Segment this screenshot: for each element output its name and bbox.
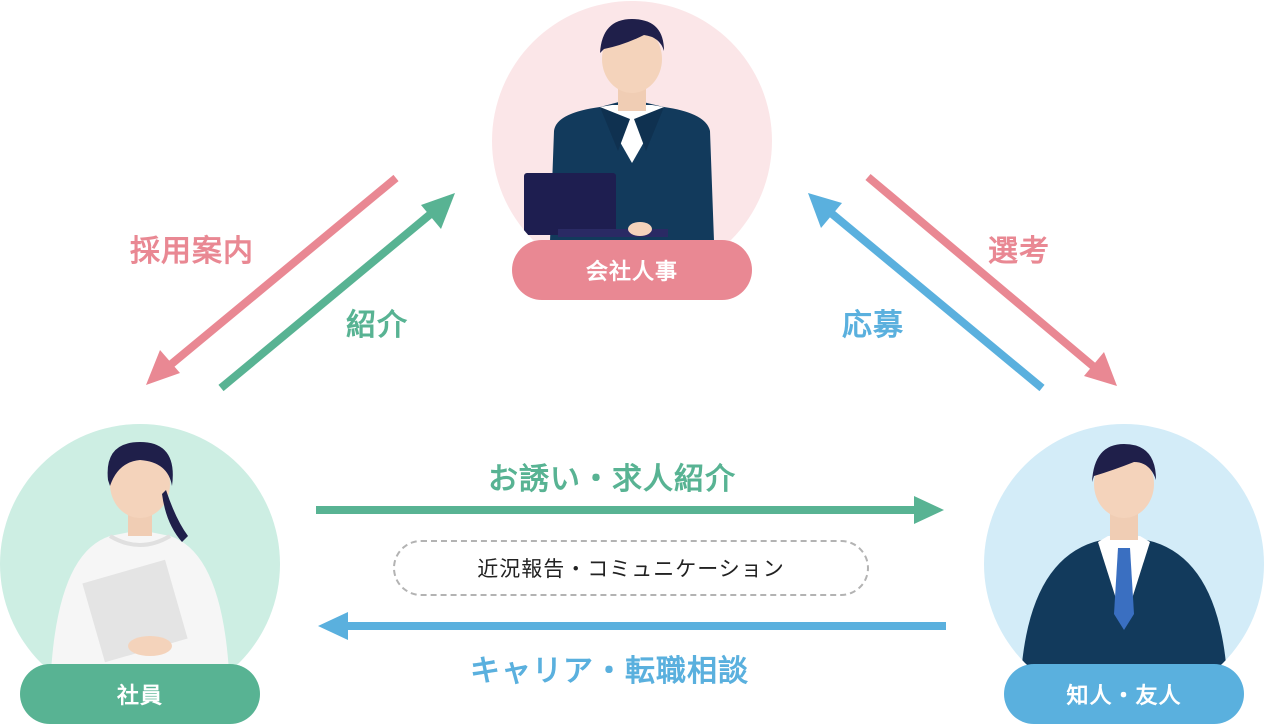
friend-node-circle <box>984 424 1264 704</box>
arrow-friend-to-employee <box>318 612 946 640</box>
friend-person-illustration <box>1020 444 1228 694</box>
arrow-employee-to-hr <box>218 193 455 392</box>
hr-label-pill: 会社人事 <box>512 240 752 300</box>
arrow-friend-to-hr <box>808 193 1045 392</box>
mutual-communication-label: 近況報告・コミュニケーション <box>477 557 785 581</box>
hr-person-illustration <box>524 19 714 241</box>
edge-label-hr-to-friend: 選考 <box>988 234 1050 269</box>
employee-node-circle <box>0 424 280 704</box>
edge-label-employee-to-friend: お誘い・求人紹介 <box>488 462 736 497</box>
employee-person-illustration <box>50 442 230 694</box>
edge-label-friend-to-employee: キャリア・転職相談 <box>470 654 749 689</box>
mutual-communication-box: 近況報告・コミュニケーション <box>393 540 869 596</box>
edge-label-employee-to-hr: 紹介 <box>346 308 408 343</box>
arrow-hr-to-friend <box>865 173 1117 386</box>
hr-node-circle <box>492 1 772 281</box>
friend-label-pill: 知人・友人 <box>1004 664 1244 724</box>
edge-label-friend-to-hr: 応募 <box>842 308 904 343</box>
arrow-employee-to-friend <box>316 496 944 524</box>
edge-label-hr-to-employee: 採用案内 <box>130 234 254 269</box>
employee-label: 社員 <box>116 684 163 709</box>
employee-label-pill: 社員 <box>20 664 260 724</box>
arrow-hr-to-employee <box>146 174 399 385</box>
friend-label: 知人・友人 <box>1066 684 1182 709</box>
hr-label: 会社人事 <box>585 260 678 285</box>
